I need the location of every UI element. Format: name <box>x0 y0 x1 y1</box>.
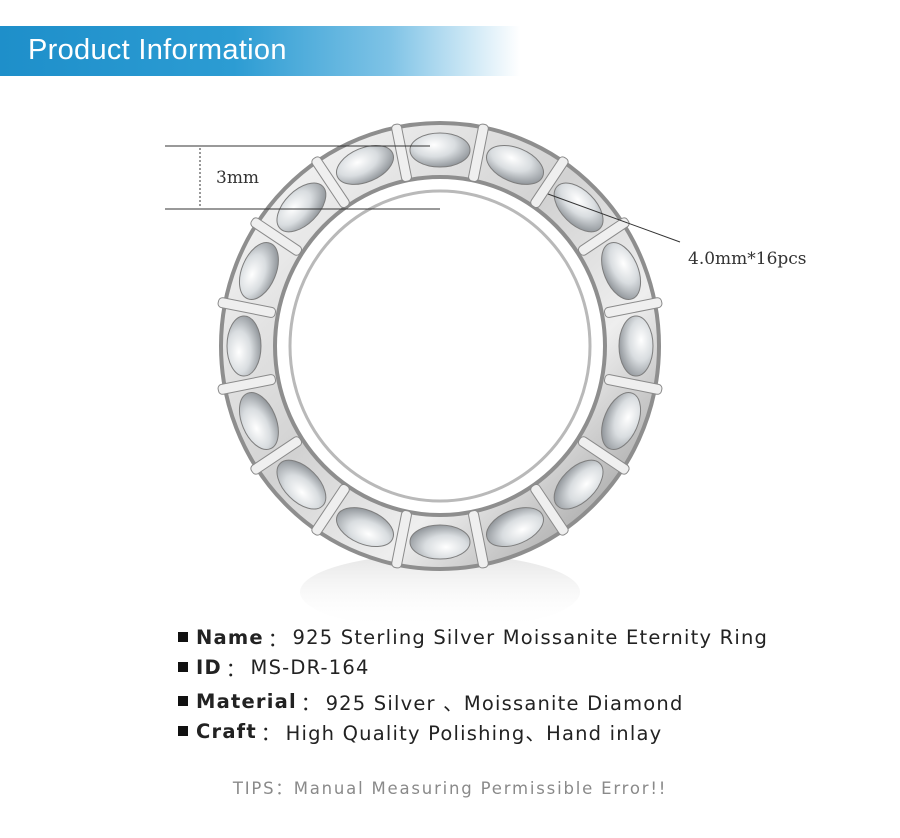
spec-separator: ： <box>260 721 282 745</box>
square-bullet-icon <box>178 696 188 706</box>
product-figure: 3mm 4.0mm*16pcs <box>165 121 807 630</box>
spec-key: ID <box>196 655 222 679</box>
spec-value: 925 Sterling Silver Moissanite Eternity … <box>292 625 769 649</box>
spec-row-material: Material ： 925 Silver 、Moissanite Diamon… <box>178 686 878 716</box>
square-bullet-icon <box>178 726 188 736</box>
tips-note: TIPS：Manual Measuring Permissible Error!… <box>232 779 668 798</box>
spec-key: Name <box>196 625 264 649</box>
spec-value: High Quality Polishing、Hand inlay <box>285 721 663 745</box>
ring-reflection <box>300 554 580 630</box>
spec-key: Material <box>196 689 297 713</box>
spec-separator: ： <box>300 691 322 715</box>
spec-row-craft: Craft ： High Quality Polishing、Hand inla… <box>178 716 878 746</box>
spec-row-id: ID ： MS-DR-164 <box>178 652 878 682</box>
moissanite-stones <box>217 123 663 569</box>
stone-size-leader-line <box>547 193 681 243</box>
square-bullet-icon <box>178 632 188 642</box>
height-dimension-lines <box>165 145 440 210</box>
page-title: Product Information <box>28 34 287 66</box>
spec-separator: ： <box>267 627 289 651</box>
square-bullet-icon <box>178 662 188 672</box>
spec-value: MS-DR-164 <box>250 655 370 679</box>
spec-list: Name ： 925 Sterling Silver Moissanite Et… <box>178 622 878 746</box>
spec-row-name: Name ： 925 Sterling Silver Moissanite Et… <box>178 622 878 652</box>
spec-value: 925 Silver 、Moissanite Diamond <box>325 691 684 715</box>
stone-size-label: 4.0mm*16pcs <box>688 249 807 269</box>
spec-key: Craft <box>196 719 257 743</box>
header-banner: Product Information <box>0 26 520 76</box>
height-dimension-label: 3mm <box>216 168 260 188</box>
ring-illustration <box>165 121 681 630</box>
spec-separator: ： <box>225 657 247 681</box>
